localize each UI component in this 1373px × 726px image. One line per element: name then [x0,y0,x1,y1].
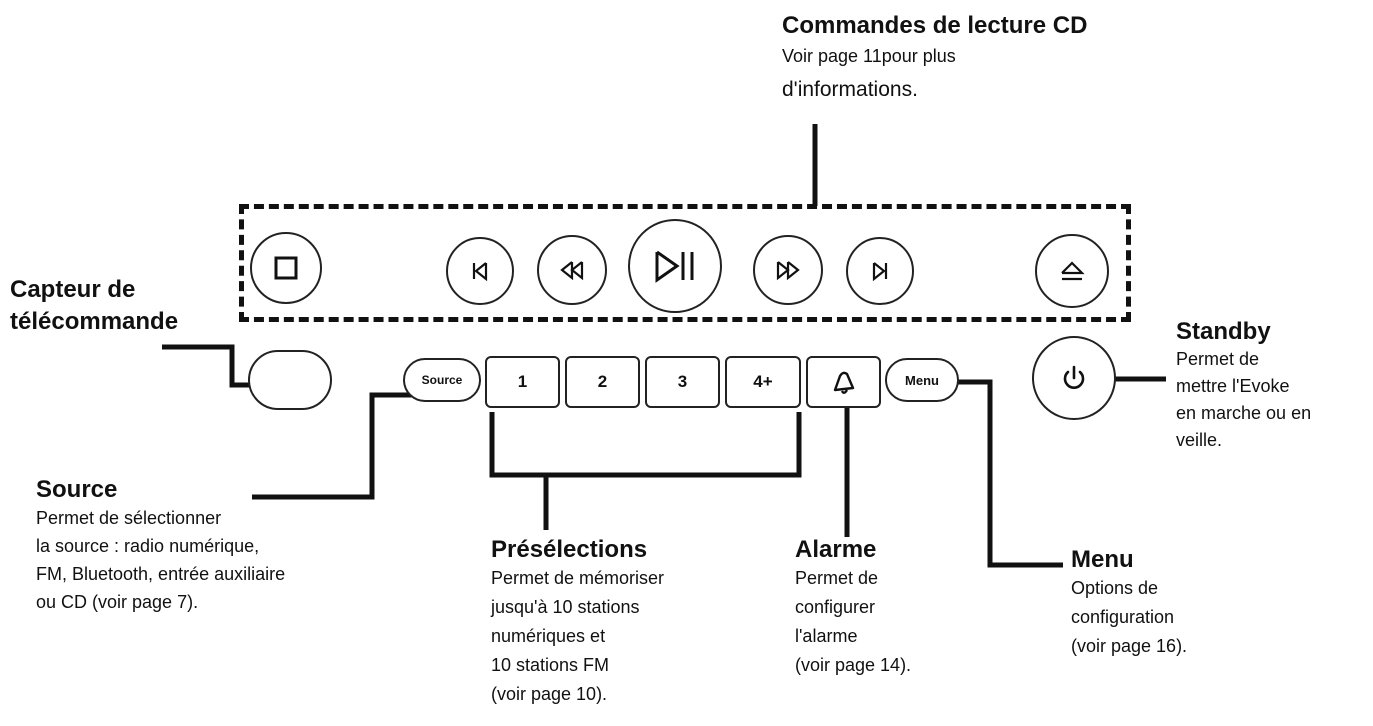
remote-sensor-title-line: Capteur de [10,276,136,303]
play-pause-icon [655,250,694,283]
alarm-callout: Alarme Permet de configurer l'alarme (vo… [795,536,911,680]
previous-track-icon [472,262,488,282]
rewind-button[interactable] [537,235,607,305]
preset-3-label: 3 [677,372,688,391]
cd-controls-desc-line: Voir page 11pour plus [782,46,956,66]
cd-controls-title: Commandes de lecture CD [782,12,1088,39]
fast-forward-icon [776,261,800,281]
menu-leader [955,379,1063,568]
presets-desc-line: Permet de mémoriser [491,568,665,588]
stop-button[interactable] [250,232,322,304]
presets-bracket [489,412,802,478]
presets-callout: Présélections Permet de mémoriser jusqu'… [491,536,664,709]
preset-2-button[interactable]: 2 [565,356,640,408]
standby-button[interactable] [1032,336,1116,420]
standby-title: Standby [1176,318,1271,345]
source-button[interactable]: Source [403,358,481,402]
presets-title: Présélections [491,536,648,563]
alarm-desc-line: configurer [795,597,876,617]
source-desc-line: Permet de sélectionner [36,508,222,528]
source-title: Source [36,476,118,503]
cd-controls-callout: Commandes de lecture CD Voir page 11pour… [782,12,1087,102]
next-track-button[interactable] [846,237,914,305]
remote-sensor-leader [162,344,252,388]
menu-button-label: Menu [905,372,939,388]
presets-desc-line: 10 stations FM [491,655,610,675]
next-track-icon [872,262,888,282]
cd-controls-desc-line: d'informations. [782,78,918,101]
source-desc-line: FM, Bluetooth, entrée auxiliaire [36,564,286,584]
preset-3-button[interactable]: 3 [645,356,720,408]
alarm-desc-line: l'alarme [795,626,858,646]
preset-4-button[interactable]: 4+ [725,356,801,408]
preset-4-label: 4+ [753,372,773,391]
rewind-icon [560,261,584,281]
menu-title: Menu [1071,546,1134,573]
bell-icon [833,371,854,394]
alarm-desc-line: Permet de [795,568,879,588]
presets-desc-line: jusqu'à 10 stations [491,597,640,617]
standby-desc-line: Permet de [1176,349,1260,369]
source-desc-line: la source : radio numérique, [36,536,260,556]
remote-sensor-title-line: télécommande [10,308,179,335]
standby-callout: Standby Permet de mettre l'Evoke en marc… [1176,318,1311,454]
preset-1-label: 1 [517,372,528,391]
fast-forward-button[interactable] [753,235,823,305]
previous-track-button[interactable] [446,237,514,305]
remote-sensor-window [248,350,332,410]
cd-controls-panel [239,204,1131,322]
presets-desc-line: numériques et [491,626,606,646]
standby-desc-line: en marche ou en [1176,403,1312,423]
source-leader [252,392,414,500]
alarm-button[interactable] [806,356,881,408]
preset-2-label: 2 [597,372,608,391]
eject-button[interactable] [1035,234,1109,308]
standby-desc-line: veille. [1176,430,1223,450]
preset-1-button[interactable]: 1 [485,356,560,408]
menu-desc-line: configuration [1071,607,1175,627]
standby-desc-line: mettre l'Evoke [1176,376,1290,396]
source-button-label: Source [421,373,463,387]
remote-sensor-callout: Capteur de télécommande [10,274,178,338]
stop-icon [274,256,298,280]
presets-desc-line: (voir page 10). [491,684,608,704]
menu-button[interactable]: Menu [885,358,959,402]
source-desc-line: ou CD (voir page 7). [36,592,199,612]
menu-desc-line: Options de [1071,578,1159,598]
power-icon [1063,365,1085,389]
source-callout: Source Permet de sélectionner la source … [36,476,285,616]
play-pause-button[interactable] [628,219,722,313]
eject-icon [1061,261,1085,281]
menu-callout: Menu Options de configuration (voir page… [1071,546,1187,661]
alarm-title: Alarme [795,536,877,563]
menu-desc-line: (voir page 16). [1071,636,1188,656]
alarm-desc-line: (voir page 14). [795,655,912,675]
